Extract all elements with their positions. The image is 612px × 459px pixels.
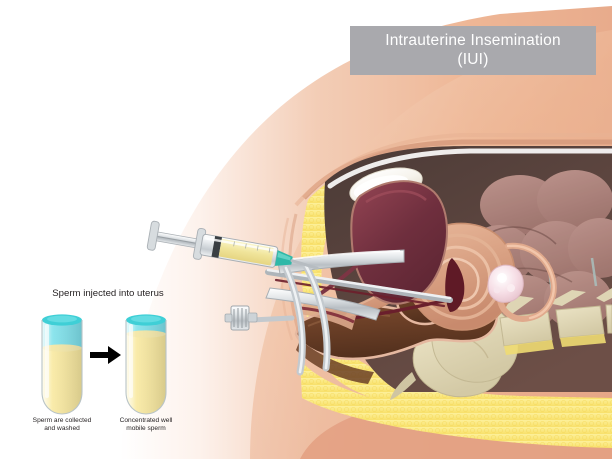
speculum-handle bbox=[249, 262, 331, 376]
inset-heading: Sperm injected into uterus bbox=[52, 288, 164, 299]
tube-caption-left: Sperm are collected and washed bbox=[16, 417, 108, 433]
fallopian-tube-and-ovary bbox=[487, 242, 557, 322]
tube-caption-left-line1: Sperm are collected bbox=[32, 417, 92, 424]
title-line-1: Intrauterine Insemination bbox=[385, 31, 561, 49]
tube-caption-right-line2: mobile sperm bbox=[126, 425, 166, 433]
insemination-catheter bbox=[265, 268, 453, 308]
speculum-thumbscrew bbox=[224, 305, 258, 331]
tube-caption-right-line1: Concentrated well bbox=[119, 417, 173, 424]
title-banner: Intrauterine Insemination (IUI) bbox=[350, 26, 596, 75]
test-tube-collected bbox=[41, 314, 83, 415]
tube-caption-left-line2: and washed bbox=[44, 425, 80, 433]
title-line-2: (IUI) bbox=[457, 50, 489, 68]
sperm-preparation-inset bbox=[41, 314, 167, 415]
vagina bbox=[298, 300, 356, 330]
ovary bbox=[487, 264, 524, 303]
syringe bbox=[146, 220, 319, 270]
tube-caption-right: Concentrated well mobile sperm bbox=[100, 417, 192, 433]
test-tube-concentrated bbox=[125, 314, 167, 415]
instruments bbox=[146, 220, 453, 376]
process-arrow bbox=[90, 346, 121, 364]
internal-anatomy bbox=[280, 133, 612, 448]
subcutaneous-fat bbox=[300, 148, 612, 448]
